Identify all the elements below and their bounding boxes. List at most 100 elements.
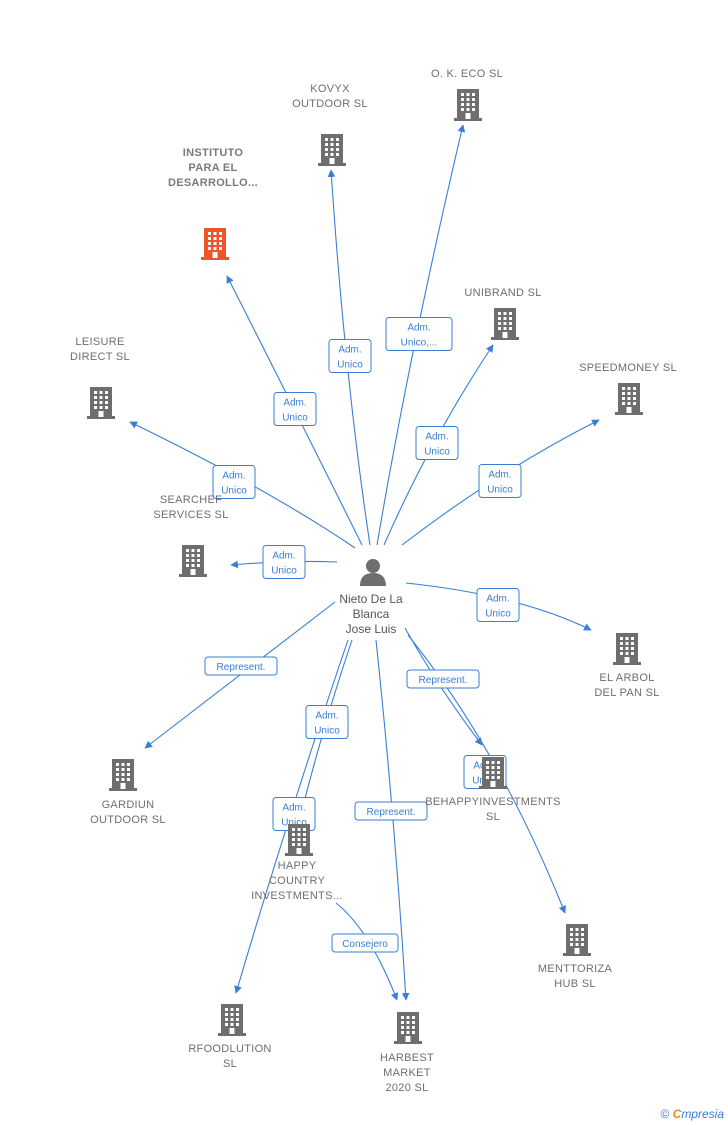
- building-icon: [613, 633, 641, 665]
- relation-labels: Adm.Unico,...Adm.UnicoAdm.UnicoAdm.Unico…: [204, 317, 522, 953]
- person-name: Jose Luis: [346, 622, 397, 636]
- company-label: SL: [486, 811, 500, 823]
- building-icon: [285, 824, 313, 856]
- company-node-gardiun[interactable]: GARDIUN OUTDOOR SL: [90, 759, 166, 826]
- company-node-happy-country[interactable]: HAPPYCOUNTRYINVESTMENTS...: [251, 824, 343, 902]
- building-icon: [109, 759, 137, 791]
- relation-label-box: [476, 588, 520, 622]
- company-node-ok-eco[interactable]: O. K. ECO SL: [431, 68, 503, 121]
- relation-label-text: Unico: [314, 726, 340, 737]
- relation-label-happy-country[interactable]: Adm. Unico: [305, 705, 349, 739]
- company-node-searchef[interactable]: SEARCHEF SERVICES SL: [153, 494, 228, 577]
- relation-label-text: Unico: [424, 447, 450, 458]
- relation-label-harbest-from-happy[interactable]: Consejero: [331, 933, 399, 953]
- company-label: KOVYX: [310, 83, 350, 95]
- relation-edge-leisure: [129, 421, 356, 549]
- copyright-symbol: ©: [660, 1107, 670, 1121]
- relation-label-text: Adm.: [315, 711, 338, 722]
- company-label: INSTITUTO: [183, 147, 244, 159]
- relation-label-el-arbol[interactable]: Adm. Unico: [476, 588, 520, 622]
- company-label: INVESTMENTS...: [251, 890, 343, 902]
- relation-label-text: Unico: [221, 486, 247, 497]
- relation-label-text: Consejero: [342, 939, 388, 950]
- person-name: Nieto De La: [339, 592, 403, 606]
- company-node-behappy[interactable]: BEHAPPYINVESTMENTS SL: [425, 757, 561, 823]
- relation-label-text: Unico: [485, 609, 511, 620]
- relation-label-box: [385, 317, 453, 351]
- relation-label-box: [305, 705, 349, 739]
- relation-label-text: Adm.: [488, 470, 511, 481]
- building-icon: [454, 89, 482, 121]
- relation-label-text: Unico: [281, 818, 307, 829]
- relation-label-text: Unico,...: [401, 338, 438, 349]
- relation-label-text: Adm.: [407, 323, 430, 334]
- company-node-leisure[interactable]: LEISURE DIRECT SL: [70, 336, 130, 419]
- relation-label-text: Unico: [282, 413, 308, 424]
- relation-label-box: [331, 933, 399, 953]
- building-icon: [615, 383, 643, 415]
- company-label: RFOODLUTION: [188, 1043, 271, 1055]
- company-label: SERVICES SL: [153, 509, 228, 521]
- building-icon: [318, 134, 346, 166]
- relation-label-leisure[interactable]: Adm. Unico: [212, 465, 256, 499]
- building-icon: [218, 1004, 246, 1036]
- relation-label-text: Adm.: [486, 594, 509, 605]
- relation-label-searchef[interactable]: Adm.Unico: [262, 545, 306, 579]
- relation-label-behappy[interactable]: Represent.: [406, 669, 480, 689]
- company-label: MARKET: [383, 1067, 431, 1079]
- company-label: 2020 SL: [385, 1082, 428, 1094]
- building-icon: [179, 545, 207, 577]
- company-node-unibrand[interactable]: UNIBRAND SL: [464, 287, 541, 340]
- relation-label-text: Adm.: [283, 398, 306, 409]
- company-label: COUNTRY: [269, 875, 326, 887]
- relation-label-text: Unico: [337, 360, 363, 371]
- company-label: UNIBRAND SL: [464, 287, 541, 299]
- company-node-kovyx[interactable]: KOVYX OUTDOOR SL: [292, 83, 368, 166]
- relation-label-unibrand[interactable]: Adm. Unico: [415, 426, 459, 460]
- relation-label-text: Represent.: [419, 675, 468, 686]
- company-label: SEARCHEF: [160, 494, 222, 506]
- company-node-speedmoney[interactable]: SPEEDMONEY SL: [579, 362, 677, 415]
- company-label: LEISURE: [75, 336, 124, 348]
- company-label: OUTDOOR SL: [90, 814, 166, 826]
- brand-initial: C: [672, 1107, 682, 1121]
- company-label: EL ARBOL: [599, 672, 654, 684]
- company-label: GARDIUN: [102, 799, 155, 811]
- company-label: O. K. ECO SL: [431, 68, 503, 80]
- relation-label-box: [328, 339, 372, 373]
- company-node-harbest[interactable]: HARBEST MARKET 2020 SL: [380, 1012, 434, 1094]
- company-label: DIRECT SL: [70, 351, 130, 363]
- relation-label-text: Represent.: [367, 807, 416, 818]
- relation-label-text: Represent.: [217, 662, 266, 673]
- empresia-watermark: © Cmpresia: [660, 1107, 724, 1121]
- relation-label-harbest[interactable]: Represent.: [354, 801, 428, 821]
- relation-label-box: [262, 545, 306, 579]
- relation-label-text: Adm.: [272, 551, 295, 562]
- building-icon: [563, 924, 591, 956]
- relation-label-gardiun[interactable]: Represent.: [204, 656, 278, 676]
- relation-label-text: Adm.: [425, 432, 448, 443]
- building-icon: [394, 1012, 422, 1044]
- brand-name: mpresia: [681, 1107, 724, 1121]
- relation-label-kovyx[interactable]: Adm.Unico: [328, 339, 372, 373]
- relation-label-instituto[interactable]: Adm. Unico: [273, 392, 317, 426]
- relation-label-speedmoney[interactable]: Adm. Unico: [478, 464, 522, 498]
- company-nodes: O. K. ECO SL KOVYX OUTDOOR SL INSTITUTO PARA…: [70, 68, 677, 1094]
- company-label: OUTDOOR SL: [292, 98, 368, 110]
- relation-label-text: Unico: [487, 485, 513, 496]
- company-label: BEHAPPYINVESTMENTS: [425, 796, 561, 808]
- building-icon: [87, 387, 115, 419]
- company-label: PARA EL: [188, 162, 237, 174]
- person-icon-body: [360, 573, 386, 586]
- relation-label-ok-eco[interactable]: Adm. Unico,...: [385, 317, 453, 351]
- relation-label-box: [212, 465, 256, 499]
- relation-label-box: [273, 392, 317, 426]
- company-label: HARBEST: [380, 1052, 434, 1064]
- relation-label-text: Adm.: [222, 471, 245, 482]
